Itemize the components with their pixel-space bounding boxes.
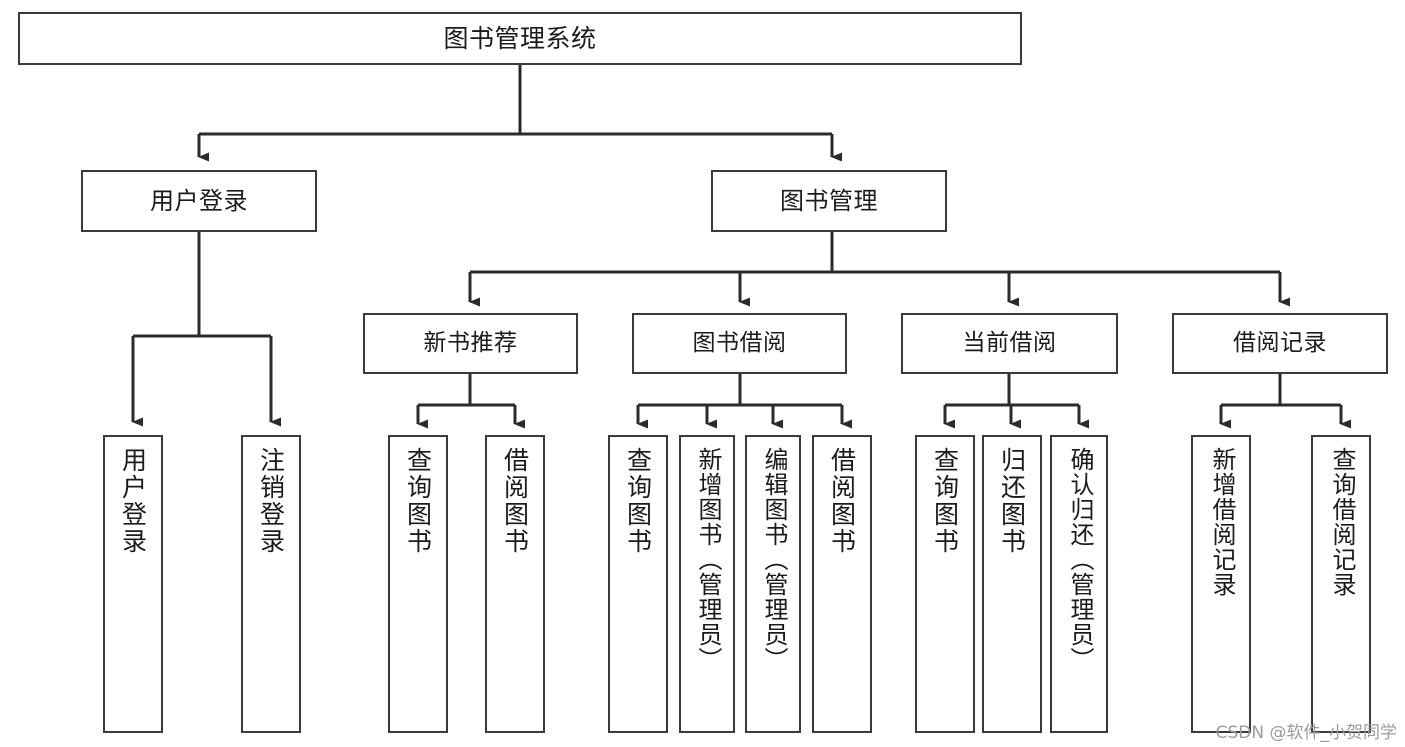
node-leaf-book-borrow-borrow[interactable]: 借阅图书: [812, 435, 872, 733]
node-leaf-book-borrow-edit[interactable]: 编辑图书（管理员）: [745, 435, 801, 733]
node-leaf-new-book-borrow[interactable]: 借阅图书: [485, 435, 545, 733]
node-book-borrow-label: 图书借阅: [692, 330, 787, 357]
node-root-book-management-system[interactable]: 图书管理系统: [18, 12, 1022, 65]
node-leaf-borrow-records-query[interactable]: 查询借阅记录: [1311, 435, 1371, 733]
node-book-borrow[interactable]: 图书借阅: [632, 313, 847, 374]
node-leaf-label: 查询图书: [623, 447, 653, 555]
node-current-borrow[interactable]: 当前借阅: [901, 313, 1118, 374]
node-book-management[interactable]: 图书管理: [711, 170, 947, 232]
node-leaf-label: 借阅图书: [827, 447, 857, 555]
node-borrow-records-label: 借阅记录: [1233, 330, 1327, 357]
node-book-management-label: 图书管理: [780, 187, 878, 215]
node-leaf-current-borrow-confirm-return[interactable]: 确认归还（管理员）: [1050, 435, 1108, 733]
node-leaf-book-borrow-query[interactable]: 查询图书: [608, 435, 668, 733]
node-leaf-label: 借阅图书: [500, 447, 530, 555]
node-leaf-user-login-login[interactable]: 用户登录: [103, 435, 163, 733]
node-leaf-current-borrow-return[interactable]: 归还图书: [982, 435, 1042, 733]
csdn-watermark: CSDN @软件_小贺同学: [1215, 723, 1397, 743]
node-leaf-label: 编辑图书（管理员）: [759, 447, 788, 672]
node-leaf-label: 新增借阅记录: [1207, 447, 1236, 597]
node-leaf-book-borrow-add[interactable]: 新增图书（管理员）: [679, 435, 735, 733]
node-leaf-label: 注销登录: [256, 447, 286, 555]
node-new-book-recommend-label: 新书推荐: [423, 330, 518, 357]
node-leaf-label: 归还图书: [997, 447, 1027, 555]
node-leaf-label: 查询借阅记录: [1327, 447, 1356, 597]
node-borrow-records[interactable]: 借阅记录: [1172, 313, 1388, 374]
node-leaf-label: 用户登录: [118, 447, 148, 555]
node-leaf-label: 确认归还（管理员）: [1065, 447, 1094, 672]
node-root-label: 图书管理系统: [443, 23, 597, 53]
node-new-book-recommend[interactable]: 新书推荐: [363, 313, 578, 374]
node-leaf-label: 新增图书（管理员）: [693, 447, 722, 672]
node-leaf-user-login-logout[interactable]: 注销登录: [241, 435, 301, 733]
node-leaf-new-book-query[interactable]: 查询图书: [388, 435, 448, 733]
node-leaf-current-borrow-query[interactable]: 查询图书: [915, 435, 975, 733]
node-current-borrow-label: 当前借阅: [962, 330, 1057, 357]
node-leaf-borrow-records-add[interactable]: 新增借阅记录: [1191, 435, 1251, 733]
node-leaf-label: 查询图书: [403, 447, 433, 555]
node-user-login[interactable]: 用户登录: [81, 170, 317, 232]
node-user-login-label: 用户登录: [150, 187, 248, 215]
node-leaf-label: 查询图书: [930, 447, 960, 555]
